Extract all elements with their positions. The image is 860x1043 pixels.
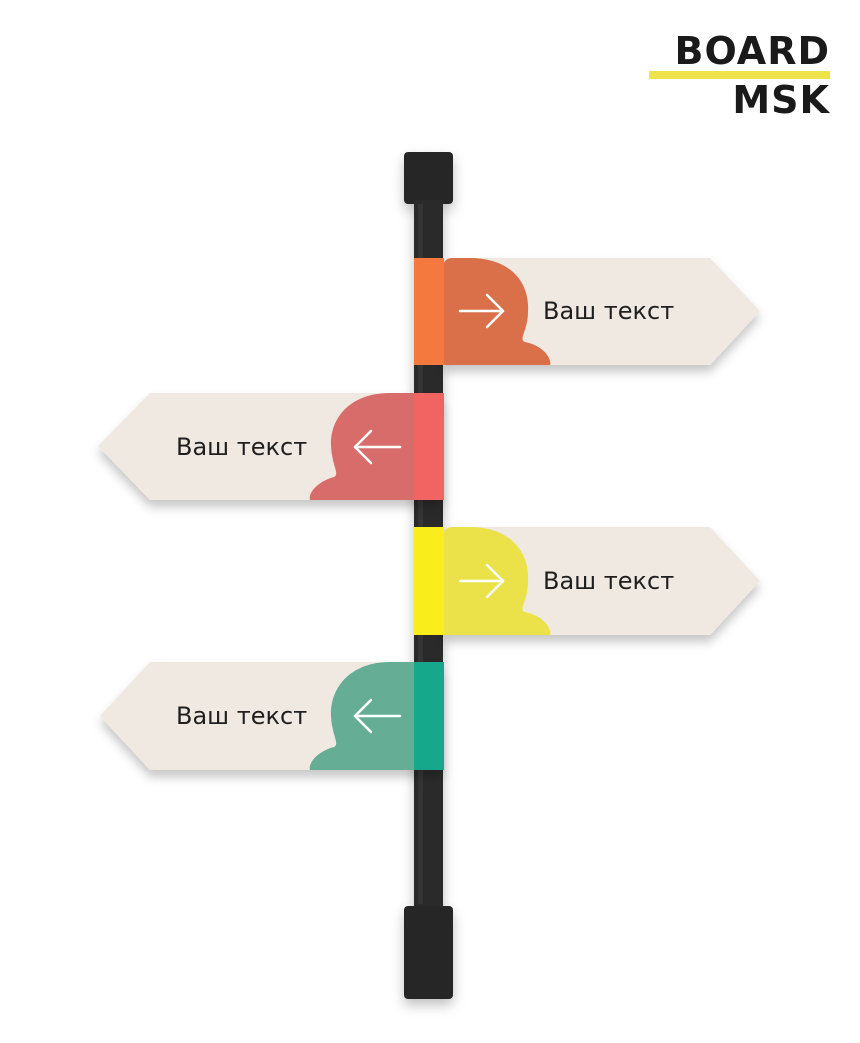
pole-bottom-cap [404, 906, 453, 999]
sign-0-band [414, 258, 444, 365]
logo-accent-bar [649, 71, 830, 79]
sign-3[interactable]: Ваш текст [100, 662, 444, 770]
brand-logo: BOARD MSK [649, 32, 830, 119]
sign-1[interactable]: Ваш текст [98, 393, 444, 500]
sign-1-band [414, 393, 444, 500]
arrow-right-icon [458, 563, 505, 599]
sign-3-band [414, 662, 444, 770]
arrow-left-icon [353, 429, 402, 465]
arrow-right-icon [458, 293, 505, 329]
sign-2-band [414, 527, 444, 635]
sign-2[interactable]: Ваш текст [414, 527, 760, 635]
sign-0-label: Ваш текст [543, 297, 674, 325]
logo-line-board: BOARD [674, 29, 830, 73]
sign-3-label: Ваш текст [176, 702, 307, 730]
sign-2-label: Ваш текст [543, 567, 674, 595]
pole-top-cap [404, 152, 453, 204]
logo-line-msk: MSK [732, 78, 830, 122]
sign-1-label: Ваш текст [176, 433, 307, 461]
sign-0[interactable]: Ваш текст [414, 258, 760, 365]
arrow-left-icon [353, 698, 402, 734]
